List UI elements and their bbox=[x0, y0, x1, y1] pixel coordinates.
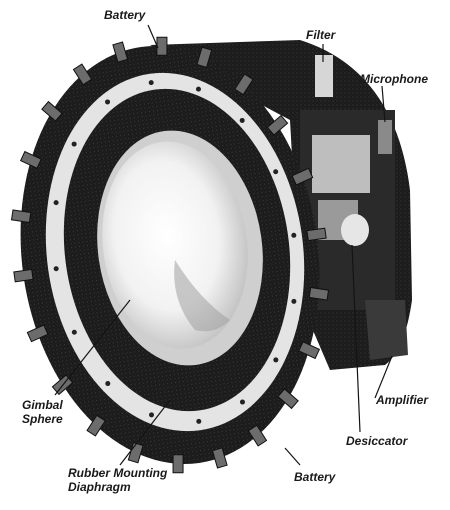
label-gimbal-line1: Gimbal bbox=[22, 398, 63, 412]
ring-bolt bbox=[195, 86, 201, 92]
cooling-fin bbox=[306, 227, 327, 242]
leader-gimbal bbox=[54, 299, 131, 396]
leader-amplifier bbox=[374, 355, 393, 399]
ring-bolt bbox=[239, 399, 245, 405]
cooling-fin bbox=[277, 388, 299, 410]
cooling-fin bbox=[266, 114, 289, 136]
ring-bolts bbox=[53, 80, 297, 424]
label-rubber-line2: Diaphragm bbox=[68, 480, 131, 494]
ring-bolt bbox=[291, 232, 297, 238]
amplifier-box bbox=[365, 300, 408, 360]
cooling-fin bbox=[196, 46, 213, 68]
ring-bolt bbox=[196, 418, 202, 424]
cooling-fin bbox=[72, 63, 93, 86]
label-gimbal-sphere: Gimbal Sphere bbox=[22, 398, 63, 426]
label-battery-top: Battery bbox=[104, 8, 146, 22]
cooling-fin bbox=[247, 424, 268, 447]
cooling-fin bbox=[211, 447, 228, 469]
label-rubber-mounting-diaphragm: Rubber Mounting Diaphragm bbox=[68, 466, 167, 494]
label-amplifier: Amplifier bbox=[376, 393, 429, 407]
ring-bolt bbox=[53, 266, 59, 272]
microphone-element bbox=[378, 120, 392, 154]
leader-microphone bbox=[381, 85, 386, 123]
cooling-fin bbox=[298, 341, 321, 360]
filter-canister bbox=[315, 55, 333, 97]
label-battery-bottom: Battery bbox=[294, 470, 336, 484]
cooling-fin bbox=[291, 167, 314, 186]
desiccator-canister bbox=[341, 214, 369, 246]
label-rubber-line1: Rubber Mounting bbox=[68, 466, 168, 480]
label-microphone: Microphone bbox=[360, 72, 428, 86]
cooling-fin bbox=[19, 150, 42, 169]
label-gimbal-line2: Sphere bbox=[22, 412, 63, 426]
cooling-fin bbox=[10, 209, 32, 223]
cooling-fin bbox=[156, 36, 168, 56]
leader-rubber bbox=[119, 399, 171, 466]
ring-bolt bbox=[105, 99, 111, 105]
component-panel-light bbox=[312, 135, 370, 193]
cooling-fin bbox=[308, 287, 330, 301]
cooling-fin bbox=[13, 268, 34, 283]
leader-desiccator bbox=[351, 244, 361, 433]
leader-battery-top bbox=[147, 24, 159, 49]
ring-bolt bbox=[71, 329, 77, 335]
cooling-fin bbox=[234, 73, 254, 96]
ring-bolt bbox=[53, 200, 59, 206]
cooling-fins bbox=[10, 36, 330, 474]
ring-bolt bbox=[273, 357, 279, 363]
sphere-shadow bbox=[174, 260, 230, 332]
leader-battery-bottom bbox=[284, 447, 301, 466]
ring-bolt bbox=[239, 117, 245, 123]
ring-bolt bbox=[149, 412, 155, 418]
ring-bolt bbox=[273, 169, 279, 175]
leader-lines bbox=[54, 24, 393, 466]
ring-bolt bbox=[105, 381, 111, 387]
cooling-fin bbox=[41, 100, 63, 122]
cooling-fin bbox=[112, 41, 129, 63]
gimbal-sphere bbox=[102, 141, 248, 349]
label-filter: Filter bbox=[306, 28, 336, 42]
cooling-fin bbox=[86, 414, 106, 437]
cooling-fin bbox=[26, 324, 49, 343]
label-desiccator: Desiccator bbox=[346, 434, 408, 448]
cooling-fin bbox=[172, 454, 184, 474]
ring-bolt bbox=[291, 298, 297, 304]
ring-bolt bbox=[71, 141, 77, 147]
ring-bolt bbox=[148, 80, 154, 86]
